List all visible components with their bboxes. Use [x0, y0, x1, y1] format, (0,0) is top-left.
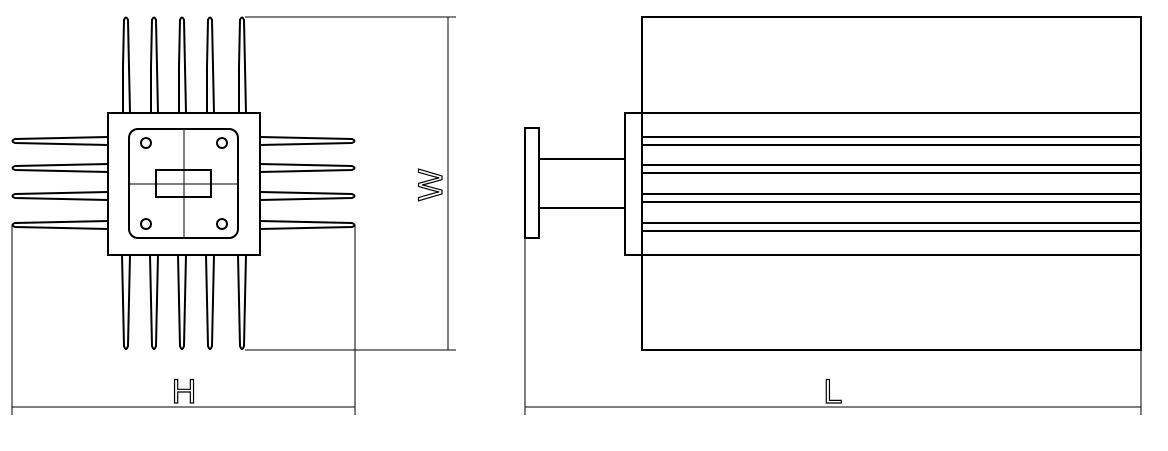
pin-left — [11, 220, 109, 230]
h-dimension: H — [11, 225, 356, 415]
front-view — [11, 16, 356, 350]
mounting-hole — [140, 137, 152, 149]
mounting-hole — [140, 218, 152, 230]
pin-left — [11, 136, 109, 146]
w-label: W — [412, 169, 450, 201]
pin-right — [259, 163, 356, 173]
pin-top — [206, 16, 215, 114]
pin-bottom — [237, 254, 247, 350]
pin-top — [178, 16, 187, 114]
pin-top — [150, 16, 159, 114]
pin-bottom — [205, 254, 215, 350]
h-label: H — [172, 373, 197, 411]
side-view — [524, 16, 1142, 351]
pin-right — [259, 136, 356, 146]
pin-top — [122, 16, 131, 114]
waveguide-port — [155, 169, 212, 198]
l-label: L — [824, 373, 843, 411]
pin-bottom — [177, 254, 187, 350]
pin-left — [11, 163, 109, 173]
l-dimension: L — [524, 238, 1142, 415]
pin-right — [259, 191, 356, 201]
mount-block — [624, 112, 643, 256]
w-dimension: W — [245, 16, 456, 351]
body-square — [107, 112, 261, 256]
flange — [524, 127, 540, 239]
pin-right — [259, 220, 356, 230]
pin-left — [11, 191, 109, 201]
pin-bottom — [121, 254, 131, 350]
pin-top — [238, 16, 247, 114]
mounting-hole — [216, 218, 228, 230]
heatsink-body — [641, 16, 1142, 351]
mounting-hole — [216, 137, 228, 149]
pin-bottom — [149, 254, 159, 350]
